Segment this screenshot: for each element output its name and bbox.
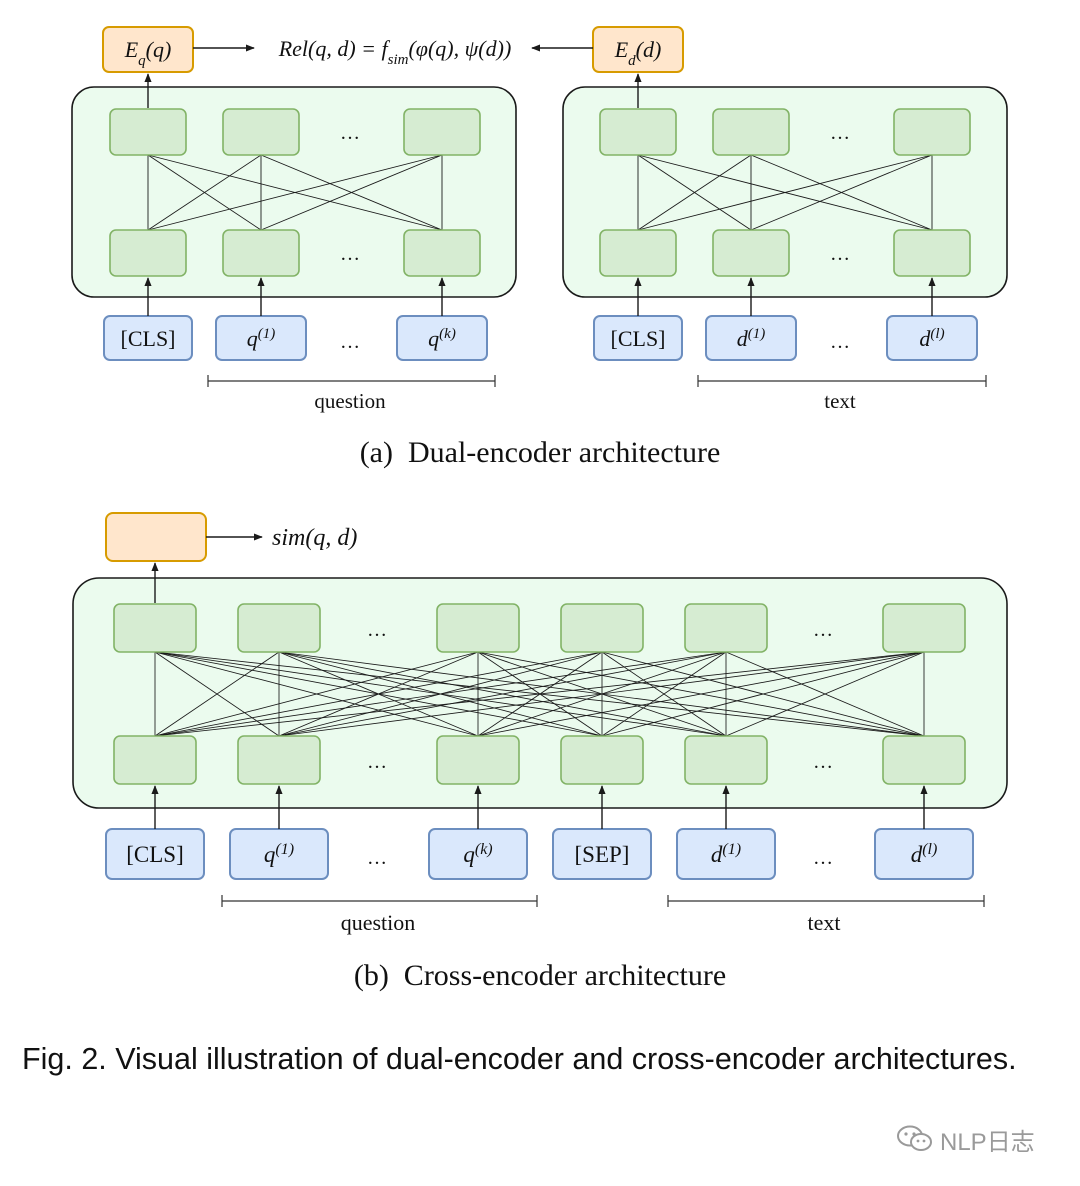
cross-attn-line-1-0 — [154, 651, 280, 737]
cross-text-label: text — [808, 910, 841, 935]
document-encoder: …… — [562, 86, 1008, 298]
query-output-embedding: Eq(q) — [102, 26, 194, 73]
cross-hidden-ellipsis-2-top: … — [367, 619, 387, 641]
cross-attn-line-5-4 — [725, 651, 925, 737]
cross-token-label-4: [SEP] — [575, 842, 630, 867]
cross-hidden-bottom-7 — [882, 735, 966, 785]
query-attn-line-2-1 — [260, 154, 443, 231]
cross-hidden-top-5 — [684, 603, 768, 653]
doc-hidden-ellipsis-bottom: … — [830, 243, 850, 265]
cross-question-label: question — [341, 910, 416, 935]
doc-attn-line-1-0 — [637, 154, 752, 231]
doc-token-label-1: d(1) — [737, 326, 766, 351]
cross-output-head — [105, 512, 207, 562]
cross-hidden-ellipsis-6-top: … — [813, 619, 833, 641]
doc-output-embedding: Ed(d) — [592, 26, 684, 73]
text-span: text — [697, 375, 987, 413]
cross-text-span: text — [667, 895, 985, 935]
cross-attn-line-2-0 — [154, 651, 479, 737]
cross-attn-line-5-3 — [601, 651, 925, 737]
query-attn-line-1-0 — [147, 154, 262, 231]
cross-attention-lines — [154, 651, 925, 737]
doc-attn-line-2-1 — [750, 154, 933, 231]
cross-hidden-top-0 — [113, 603, 197, 653]
query-token-label-0: [CLS] — [121, 326, 176, 351]
dual-encoder-caption: (a) Dual-encoder architecture — [360, 436, 721, 469]
cross-hidden-top-1 — [237, 603, 321, 653]
query-token-label-1: q(1) — [247, 326, 276, 351]
query-hidden-top-3 — [403, 108, 481, 156]
text-span-label: text — [824, 389, 856, 413]
query-token-label-3: q(k) — [428, 326, 456, 351]
doc-attn-line-2-0 — [637, 154, 933, 231]
query-hidden-bottom-3 — [403, 229, 481, 277]
cross-attn-line-5-2 — [477, 651, 925, 737]
cross-hidden-bottom-3 — [436, 735, 520, 785]
cross-token-label-3: q(k) — [463, 841, 492, 868]
cross-attn-line-4-3 — [601, 651, 727, 737]
cross-hidden-ellipsis-2-bottom: … — [367, 751, 387, 773]
doc-hidden-ellipsis-top: … — [830, 122, 850, 144]
query-hidden-bottom-1 — [222, 229, 300, 277]
cross-hidden-ellipsis-6-bottom: … — [813, 751, 833, 773]
cross-input-tokens: [CLS] q(1) … q(k) [SEP] d(1) … d(l) — [105, 785, 974, 880]
cross-token-label-5: d(1) — [711, 841, 741, 868]
cross-encoder: … … … … — [72, 577, 1008, 809]
cross-encoder-panel: sim(q, d) … … … … [CLS] q(1) … q(k) [SEP] d(1) … d… — [72, 512, 1008, 992]
doc-hidden-bottom-3 — [893, 229, 971, 277]
doc-hidden-states: …… — [599, 108, 971, 277]
doc-hidden-bottom-0 — [599, 229, 677, 277]
query-token-ellipsis: … — [340, 331, 360, 353]
cross-hidden-bottom-0 — [113, 735, 197, 785]
cross-attn-line-4-1 — [278, 651, 727, 737]
cross-encoder-caption: (b) Cross-encoder architecture — [354, 959, 726, 992]
cross-token-ellipsis-2: … — [367, 847, 387, 869]
cross-attn-line-4-0 — [154, 651, 727, 737]
query-hidden-ellipsis-top: … — [340, 122, 360, 144]
cross-hidden-top-3 — [436, 603, 520, 653]
cross-token-label-0: [CLS] — [126, 842, 184, 867]
cross-token-label-1: q(1) — [264, 841, 294, 868]
query-input-tokens: [CLS] q(1) … q(k) — [103, 277, 488, 361]
query-attention-lines — [147, 154, 443, 231]
cross-hidden-bottom-5 — [684, 735, 768, 785]
query-hidden-top-0 — [109, 108, 187, 156]
dual-encoder-panel: Eq(q) Ed(d) Rel(q, d) = fsim(φ(q), ψ(d))… — [71, 26, 1008, 469]
cross-hidden-top-4 — [560, 603, 644, 653]
question-span: question — [207, 375, 496, 413]
watermark-text: NLP日志 — [940, 1128, 1035, 1156]
cross-attn-line-5-1 — [278, 651, 925, 737]
cross-hidden-bottom-1 — [237, 735, 321, 785]
doc-input-tokens: [CLS] d(1) … d(l) — [593, 277, 978, 361]
cross-attn-line-5-0 — [154, 651, 925, 737]
doc-token-ellipsis: … — [830, 331, 850, 353]
watermark: NLP日志 — [896, 1121, 1035, 1157]
question-span-label: question — [314, 389, 386, 413]
doc-token-label-0: [CLS] — [611, 326, 666, 351]
query-hidden-states: …… — [109, 108, 481, 277]
query-hidden-ellipsis-bottom: … — [340, 243, 360, 265]
cross-attn-line-3-0 — [154, 651, 603, 737]
doc-hidden-top-3 — [893, 108, 971, 156]
query-attn-line-2-0 — [147, 154, 443, 231]
similarity-label: sim(q, d) — [272, 525, 357, 551]
cross-hidden-states: … … … … — [113, 603, 966, 785]
figure-caption: Fig. 2. Visual illustration of dual-enco… — [22, 1042, 1017, 1076]
cross-question-span: question — [221, 895, 538, 935]
cross-hidden-bottom-4 — [560, 735, 644, 785]
cross-hidden-top-7 — [882, 603, 966, 653]
doc-attention-lines — [637, 154, 933, 231]
doc-token-label-3: d(l) — [919, 326, 944, 351]
doc-hidden-bottom-1 — [712, 229, 790, 277]
cross-token-ellipsis-6: … — [813, 847, 833, 869]
relevance-formula: Rel(q, d) = fsim(φ(q), ψ(d)) — [278, 36, 512, 68]
doc-hidden-top-1 — [712, 108, 790, 156]
cross-token-label-7: d(l) — [911, 841, 938, 868]
query-hidden-top-1 — [222, 108, 300, 156]
wechat-icon — [896, 1124, 934, 1154]
query-hidden-bottom-0 — [109, 229, 187, 277]
doc-hidden-top-0 — [599, 108, 677, 156]
query-encoder: …… — [71, 86, 517, 298]
